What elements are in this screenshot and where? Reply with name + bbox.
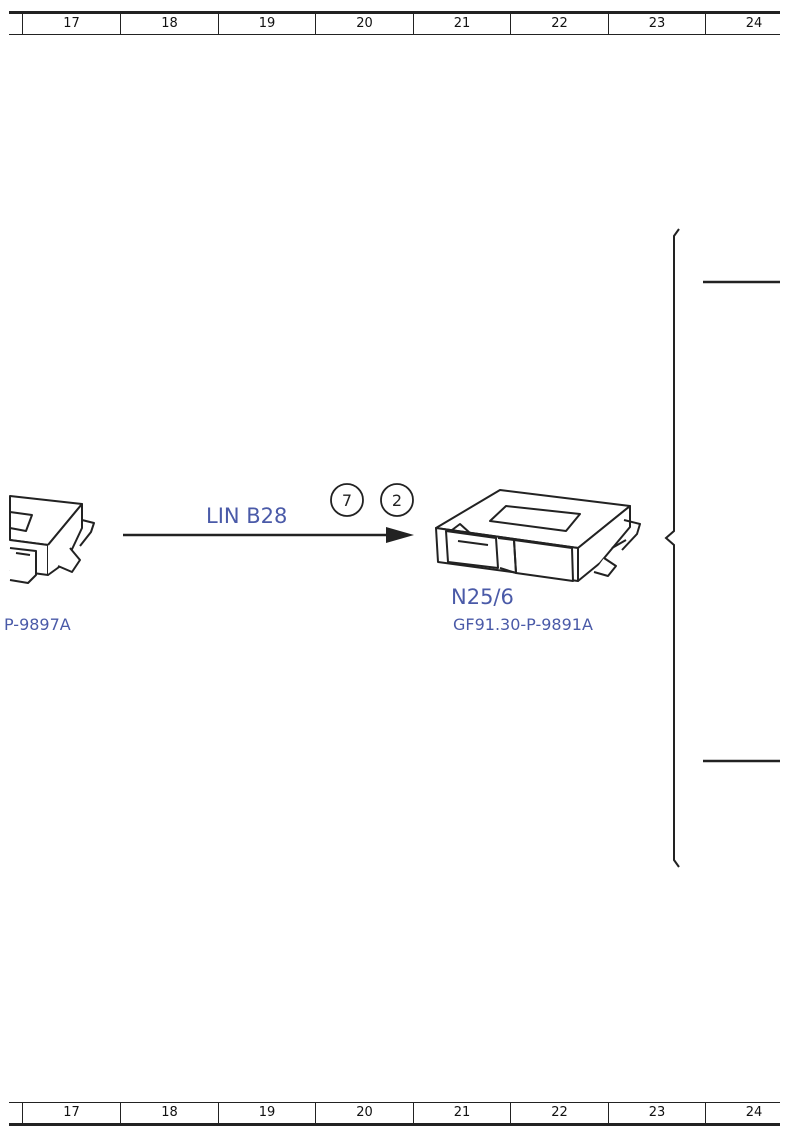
ruler-divider: [705, 1103, 706, 1123]
ruler-divider: [315, 14, 316, 34]
bus-label: LIN B28: [206, 504, 287, 528]
ruler-divider: [413, 14, 414, 34]
curly-brace: [664, 228, 680, 868]
ruler-divider: [705, 14, 706, 34]
marker-number-2: 2: [392, 491, 402, 510]
ruler-cell-19: 19: [258, 1105, 276, 1120]
ruler-divider: [608, 14, 609, 34]
ruler-divider: [22, 14, 23, 34]
ruler-divider: [120, 14, 121, 34]
ruler-divider: [510, 1103, 511, 1123]
ruler-divider: [510, 14, 511, 34]
ruler-divider: [315, 1103, 316, 1123]
ruler-cell-24: 24: [745, 16, 763, 31]
ruler-cell-22: 22: [551, 1105, 568, 1120]
ruler-cell-21: 21: [453, 16, 471, 31]
ruler-cell-24: 24: [745, 1105, 763, 1120]
marker-circle-2: [380, 483, 414, 517]
marker-number-7: 7: [342, 491, 352, 510]
ruler-divider: [120, 1103, 121, 1123]
ruler-cell-19: 19: [258, 16, 276, 31]
ruler-divider: [218, 1103, 219, 1123]
control-unit-n25-6-icon: [435, 489, 641, 582]
marker-circle-7: [330, 483, 364, 517]
ruler-cell-23: 23: [648, 16, 666, 31]
ruler-cell-21: 21: [453, 1105, 471, 1120]
component-designation: N25/6: [451, 585, 514, 609]
ruler-cell-23: 23: [648, 1105, 666, 1120]
ruler-cell-20: 20: [356, 1105, 373, 1120]
component-code: GF91.30-P-9891A: [453, 615, 593, 634]
ruler-cell-22: 22: [551, 16, 568, 31]
column-ruler-top: 17 18 19 20 21 22 23 24: [9, 11, 780, 35]
ruler-cell-20: 20: [356, 16, 373, 31]
column-ruler-bottom: 17 18 19 20 21 22 23 24: [9, 1102, 780, 1126]
ruler-cell-18: 18: [161, 16, 178, 31]
ruler-divider: [413, 1103, 414, 1123]
ruler-cell-17: 17: [63, 16, 80, 31]
left-control-unit-icon: [9, 495, 95, 584]
ruler-cell-18: 18: [161, 1105, 178, 1120]
ruler-divider: [22, 1103, 23, 1123]
ruler-cell-17: 17: [63, 1105, 80, 1120]
ruler-divider: [218, 14, 219, 34]
left-component-code: P-9897A: [4, 615, 71, 634]
ruler-divider: [608, 1103, 609, 1123]
arrow-head-icon: [386, 527, 414, 543]
